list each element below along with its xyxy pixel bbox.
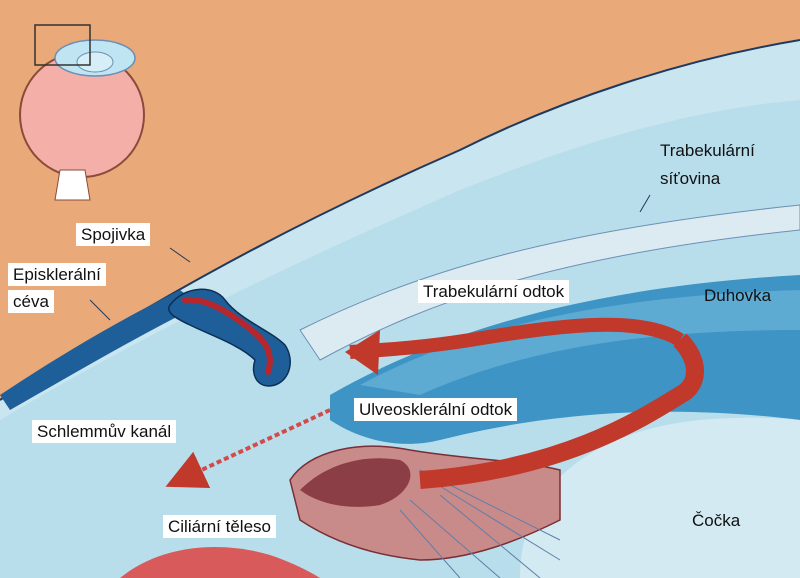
label-duhovka: Duhovka: [704, 285, 771, 306]
label-trabekularni-sitovina-line2: síťovina: [660, 168, 720, 189]
label-trabekularni-sitovina-line1: Trabekulární: [660, 140, 755, 161]
label-ulveoskleralni-odtok: Ulveosklerální odtok: [354, 398, 517, 421]
label-schlemmuv-kanal: Schlemmův kanál: [32, 420, 176, 443]
label-spojivka: Spojivka: [76, 223, 150, 246]
label-ciliarni-teleso: Ciliární těleso: [163, 515, 276, 538]
label-episkleralni-line1: Episklerální: [8, 263, 106, 286]
label-cocka: Čočka: [692, 510, 740, 531]
label-episkleralni-line2: céva: [8, 290, 54, 313]
label-trabekularni-odtok: Trabekulární odtok: [418, 280, 569, 303]
eye-cross-section-inset-icon: [0, 0, 160, 205]
